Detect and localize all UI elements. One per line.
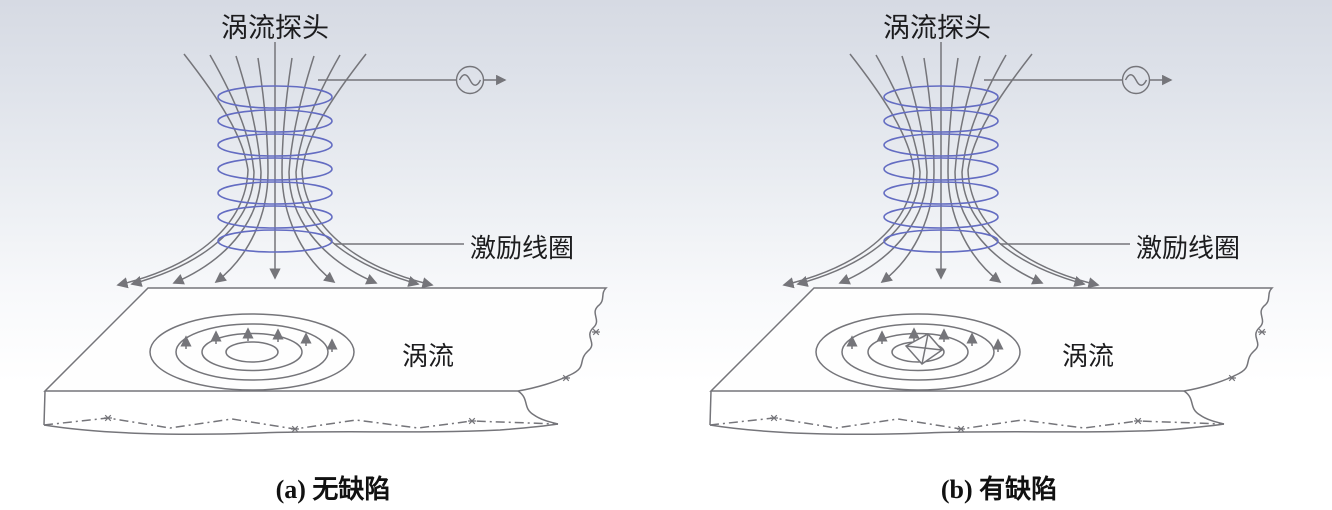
eddy-current-label: 涡流 [1062,342,1115,371]
eddy-current-label: 涡流 [402,342,455,371]
caption-a: (a) 无缺陷 [275,475,391,504]
probe-label: 涡流探头 [221,13,329,43]
excitation-coil-label: 激励线圈 [470,234,575,263]
caption-b: (b) 有缺陷 [940,475,1058,504]
diagram-no-defect [0,0,666,452]
diagram-with-defect [666,0,1332,452]
panel-no-defect: 涡流探头 激励线圈 涡流 (a) 无缺陷 [0,0,666,504]
probe-label: 涡流探头 [883,13,991,43]
excitation-coil-label: 激励线圈 [1136,234,1241,263]
panel-with-defect: 涡流探头 激励线圈 涡流 (b) 有缺陷 [666,0,1332,510]
